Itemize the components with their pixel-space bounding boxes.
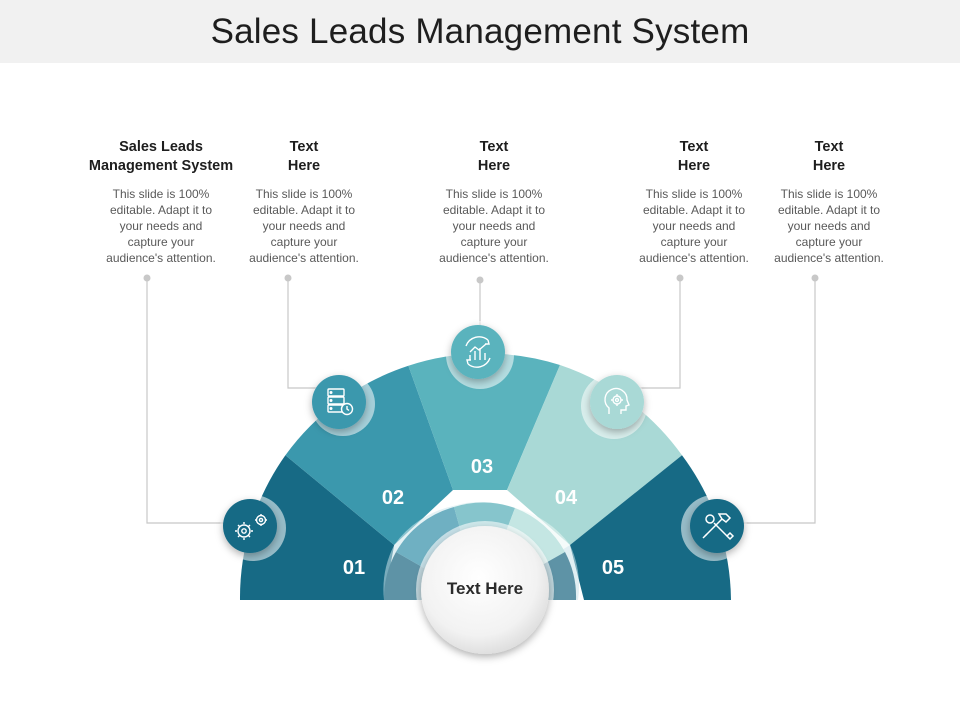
segment-number-01: 01 [343, 557, 365, 579]
connector-line-5 [720, 278, 816, 524]
column-title: Sales Leads Management System [88, 139, 234, 174]
segment-05 [570, 455, 731, 600]
segment-number-03: 03 [471, 456, 493, 478]
connector-dots [143, 274, 819, 284]
text-column-1: Sales Leads Management System This slide… [88, 138, 234, 266]
connector-dot-3 [476, 276, 484, 284]
connector-dot-1 [143, 274, 151, 282]
icon-badge-4 [581, 373, 647, 439]
icon-badge-1 [220, 495, 286, 561]
connector-dot-2 [284, 274, 292, 282]
head-gear-icon [604, 387, 630, 414]
title-bar: Sales Leads Management System [0, 0, 960, 63]
segment-number-04: 04 [555, 487, 578, 509]
connector-dot-4 [676, 274, 684, 282]
server-clock-icon [327, 388, 354, 416]
segment-number-02: 02 [382, 487, 404, 509]
growth-cycle-icon [465, 336, 491, 368]
segment-01 [239, 455, 395, 600]
icon-badge-3 [446, 321, 514, 389]
center-label: Text Here [447, 579, 523, 598]
connector-dot-5 [811, 274, 819, 282]
segment-03 [408, 353, 560, 490]
gears-icon [235, 514, 267, 540]
center-circle: Text Here [416, 521, 554, 659]
segment-number-05: 05 [602, 557, 624, 579]
connector-line-1 [146, 278, 240, 524]
connector-line-4 [630, 278, 681, 389]
icon-badge-5 [681, 495, 747, 561]
icon-badge-2 [311, 372, 375, 436]
tools-icon [702, 513, 735, 541]
connector-line-2 [287, 278, 330, 389]
page-title: Sales Leads Management System [210, 11, 750, 51]
